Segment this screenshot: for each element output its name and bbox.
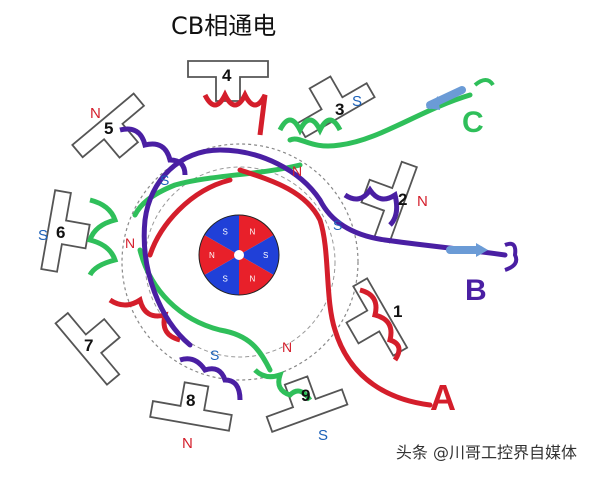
pole-7-shoe bbox=[54, 311, 121, 386]
phase-a-label: A bbox=[430, 377, 456, 418]
pole-6-shoe bbox=[40, 189, 91, 273]
coil-3 bbox=[277, 117, 343, 136]
pole-1-number: 1 bbox=[393, 302, 402, 321]
rotor-label-6: S bbox=[223, 228, 228, 237]
pole-5-polarity: N bbox=[90, 105, 101, 122]
inner-label-6: N bbox=[125, 235, 135, 251]
pole-5-number: 5 bbox=[104, 119, 113, 138]
rotor-sector-2 bbox=[239, 235, 279, 275]
pole-9-polarity: S bbox=[318, 427, 328, 444]
pole-2-polarity: N bbox=[417, 193, 428, 210]
pole-6-number: 6 bbox=[56, 223, 65, 242]
rotor-label-2: S bbox=[263, 251, 268, 260]
pole-5 bbox=[71, 92, 146, 159]
pole-6 bbox=[40, 189, 91, 273]
pole-9-number: 9 bbox=[301, 386, 310, 405]
rotor-label-3: N bbox=[250, 274, 256, 283]
coil-9 bbox=[253, 368, 313, 402]
rotor-outline bbox=[198, 214, 280, 296]
pole-6-polarity: S bbox=[38, 227, 48, 244]
pole-8 bbox=[149, 381, 233, 432]
phase-a-wire bbox=[237, 167, 433, 408]
stator-ring bbox=[121, 143, 359, 381]
pole-5-shoe bbox=[71, 92, 146, 159]
rotor-label-1: N bbox=[250, 228, 256, 237]
coil-4 bbox=[202, 89, 268, 136]
page-title: CB相通电 bbox=[171, 12, 277, 40]
terminal-b-icon bbox=[504, 241, 519, 272]
inner-label-5: S bbox=[160, 172, 169, 188]
arrow-c-head-icon bbox=[426, 96, 440, 110]
coil-2 bbox=[343, 185, 400, 227]
pole-3-number: 3 bbox=[335, 100, 344, 119]
pole-8-polarity: N bbox=[182, 435, 193, 452]
rotor: N S N S N S bbox=[198, 214, 280, 296]
pole-9 bbox=[265, 375, 349, 433]
pole-3-polarity: S bbox=[352, 93, 362, 110]
rotor-label-5: N bbox=[209, 251, 215, 260]
pole-8-number: 8 bbox=[186, 391, 195, 410]
phase-b-label: B bbox=[465, 274, 487, 307]
pole-2-number: 2 bbox=[398, 190, 407, 209]
inner-label-2: S bbox=[333, 217, 342, 233]
inner-label-8: S bbox=[210, 347, 219, 363]
phase-b-wire bbox=[141, 147, 508, 348]
watermark: 头条 @川哥工控界自媒体 bbox=[395, 443, 577, 462]
rotor-sector-5 bbox=[199, 235, 239, 275]
coil-7 bbox=[108, 295, 181, 343]
arrow-b-head-icon bbox=[476, 243, 488, 257]
pole-7-number: 7 bbox=[84, 336, 93, 355]
pole-9-shoe bbox=[265, 375, 349, 433]
pole-8-shoe bbox=[149, 381, 233, 432]
pole-7 bbox=[54, 311, 121, 386]
phase-c-label: C bbox=[462, 106, 484, 139]
coil-5 bbox=[119, 126, 188, 176]
pole-group bbox=[40, 60, 418, 433]
rotor-label-4: S bbox=[223, 274, 228, 283]
phase-a-wire-2 bbox=[147, 177, 233, 258]
phase-c-wire bbox=[132, 162, 303, 218]
inner-label-9: N bbox=[282, 339, 292, 355]
pole-4-number: 4 bbox=[222, 66, 232, 85]
coil-8 bbox=[179, 356, 243, 401]
rotor-shaft bbox=[234, 250, 244, 260]
coil-1 bbox=[359, 287, 402, 362]
terminal-c-icon bbox=[473, 78, 495, 87]
coil-6 bbox=[86, 197, 119, 277]
inner-label-4: N bbox=[292, 163, 302, 179]
